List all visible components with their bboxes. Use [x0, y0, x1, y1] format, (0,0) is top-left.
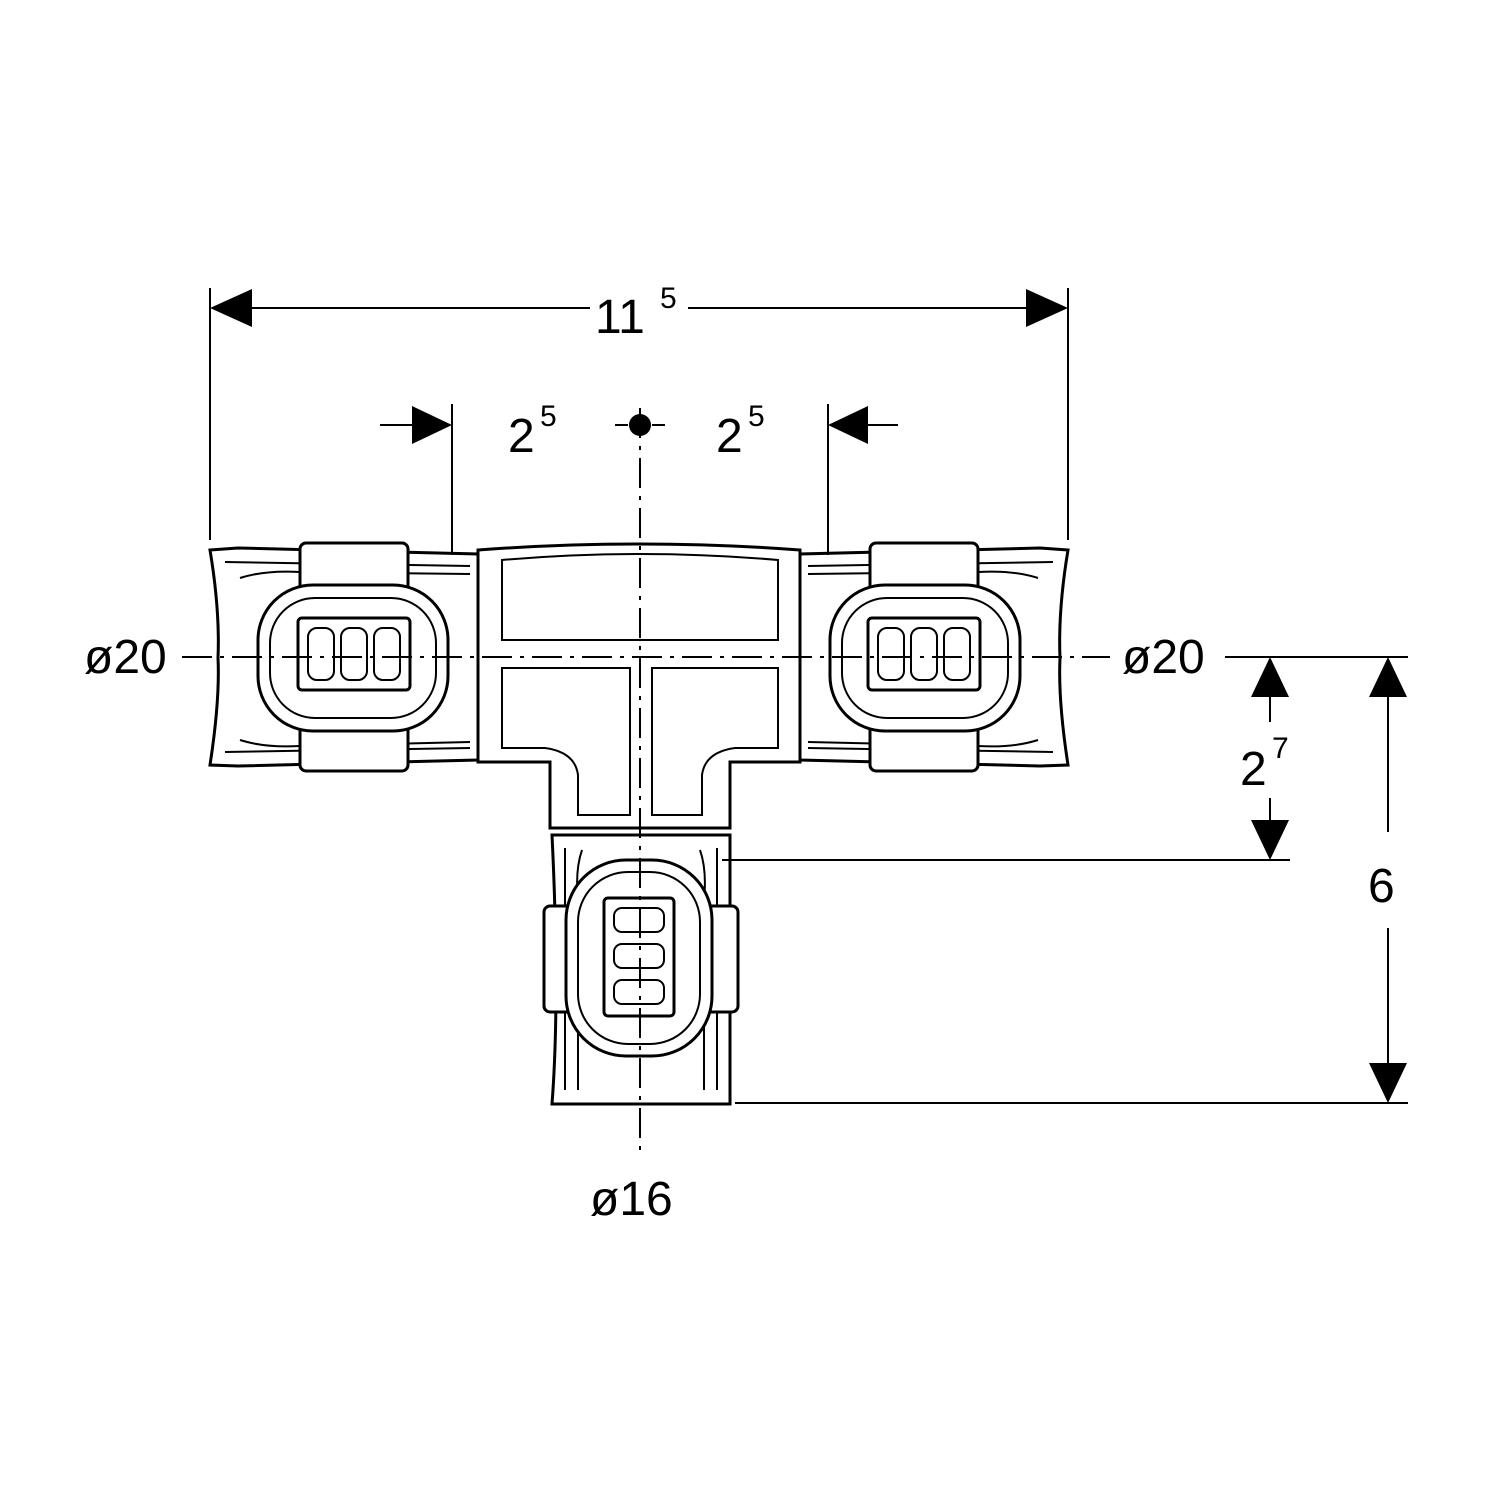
tee-body-inner-left	[501, 667, 631, 816]
branch-socket-sup: 7	[1272, 732, 1289, 765]
right-offset-arrow	[828, 406, 868, 444]
bottom-diameter-label: ø16	[590, 1173, 673, 1226]
socket-arrow-up	[1251, 657, 1289, 697]
center-lines	[182, 408, 1110, 1150]
right-offset-label: 2	[716, 410, 743, 463]
center-point-marker	[629, 414, 651, 436]
tee-body-inner-right	[651, 667, 779, 816]
left-offset-arrow	[412, 406, 452, 444]
total-height-label: 6	[1368, 860, 1395, 913]
left-offset-sup: 5	[540, 400, 557, 433]
branch-socket-label: 2	[1240, 743, 1267, 796]
tee-body-inner-top	[501, 553, 779, 641]
right-diameter-label: ø20	[1122, 631, 1205, 684]
socket-arrow-down	[1251, 820, 1289, 860]
height-arrow-down	[1369, 1063, 1407, 1103]
overall-width-label: 11	[595, 291, 645, 344]
right-offset-sup: 5	[748, 400, 765, 433]
dimension-labels: 11 5 2 5 2 5 2 7 6 ø20 ø20 ø16	[84, 282, 1395, 1226]
left-diameter-label: ø20	[84, 631, 167, 684]
overall-width-sup: 5	[660, 282, 677, 315]
width-arrow-left	[210, 289, 252, 327]
left-offset-label: 2	[508, 410, 535, 463]
width-arrow-right	[1026, 289, 1068, 327]
height-arrow-up	[1369, 657, 1407, 697]
dimension-lines	[209, 288, 1408, 1104]
